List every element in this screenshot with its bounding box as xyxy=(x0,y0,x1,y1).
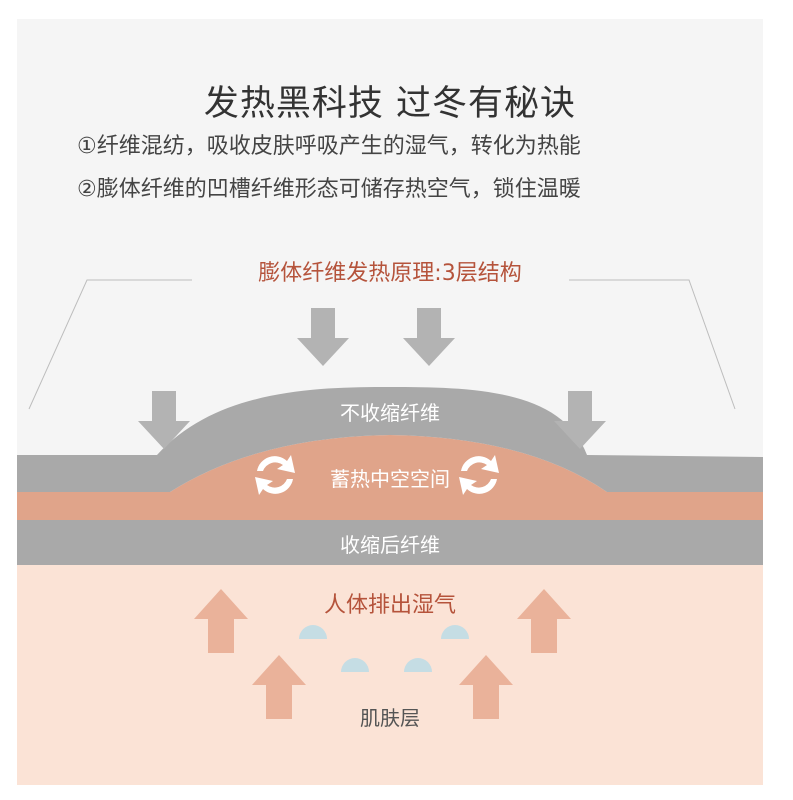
shrunk-fiber-layer xyxy=(17,520,763,565)
label-non-shrink-fiber: 不收缩纤维 xyxy=(340,401,440,425)
non-shrink-fiber-layer xyxy=(17,387,763,492)
down-arrow-icon xyxy=(403,308,455,366)
label-skin-layer: 肌肤层 xyxy=(360,706,420,730)
perspective-line-left xyxy=(28,279,192,410)
label-heat-storage-space: 蓄热中空空间 xyxy=(330,467,450,491)
diagram-frame: 发热黑科技 过冬有秘诀 ①纤维混纺，吸收皮肤呼吸产生的湿气，转化为热能 ②膨体纤… xyxy=(17,19,763,785)
down-arrow-icon xyxy=(297,308,349,366)
page-title: 发热黑科技 过冬有秘诀 xyxy=(203,84,577,124)
droplet-icon xyxy=(299,625,327,639)
droplet-icon xyxy=(341,658,369,672)
skin-layer xyxy=(17,565,763,785)
label-moisture: 人体排出湿气 xyxy=(323,593,456,618)
droplet-icon xyxy=(441,625,469,639)
fiber-structure-diagram xyxy=(17,279,763,785)
label-shrunk-fiber: 收缩后纤维 xyxy=(340,533,440,557)
heat-layer xyxy=(17,435,763,520)
feature-line-1: ①纤维混纺，吸收皮肤呼吸产生的湿气，转化为热能 xyxy=(77,134,581,159)
feature-line-2: ②膨体纤维的凹槽纤维形态可储存热空气，锁住温暖 xyxy=(77,177,581,202)
diagram-subtitle: 膨体纤维发热原理:3层结构 xyxy=(258,261,522,286)
perspective-line-right xyxy=(569,279,736,410)
droplet-icon xyxy=(404,658,432,672)
